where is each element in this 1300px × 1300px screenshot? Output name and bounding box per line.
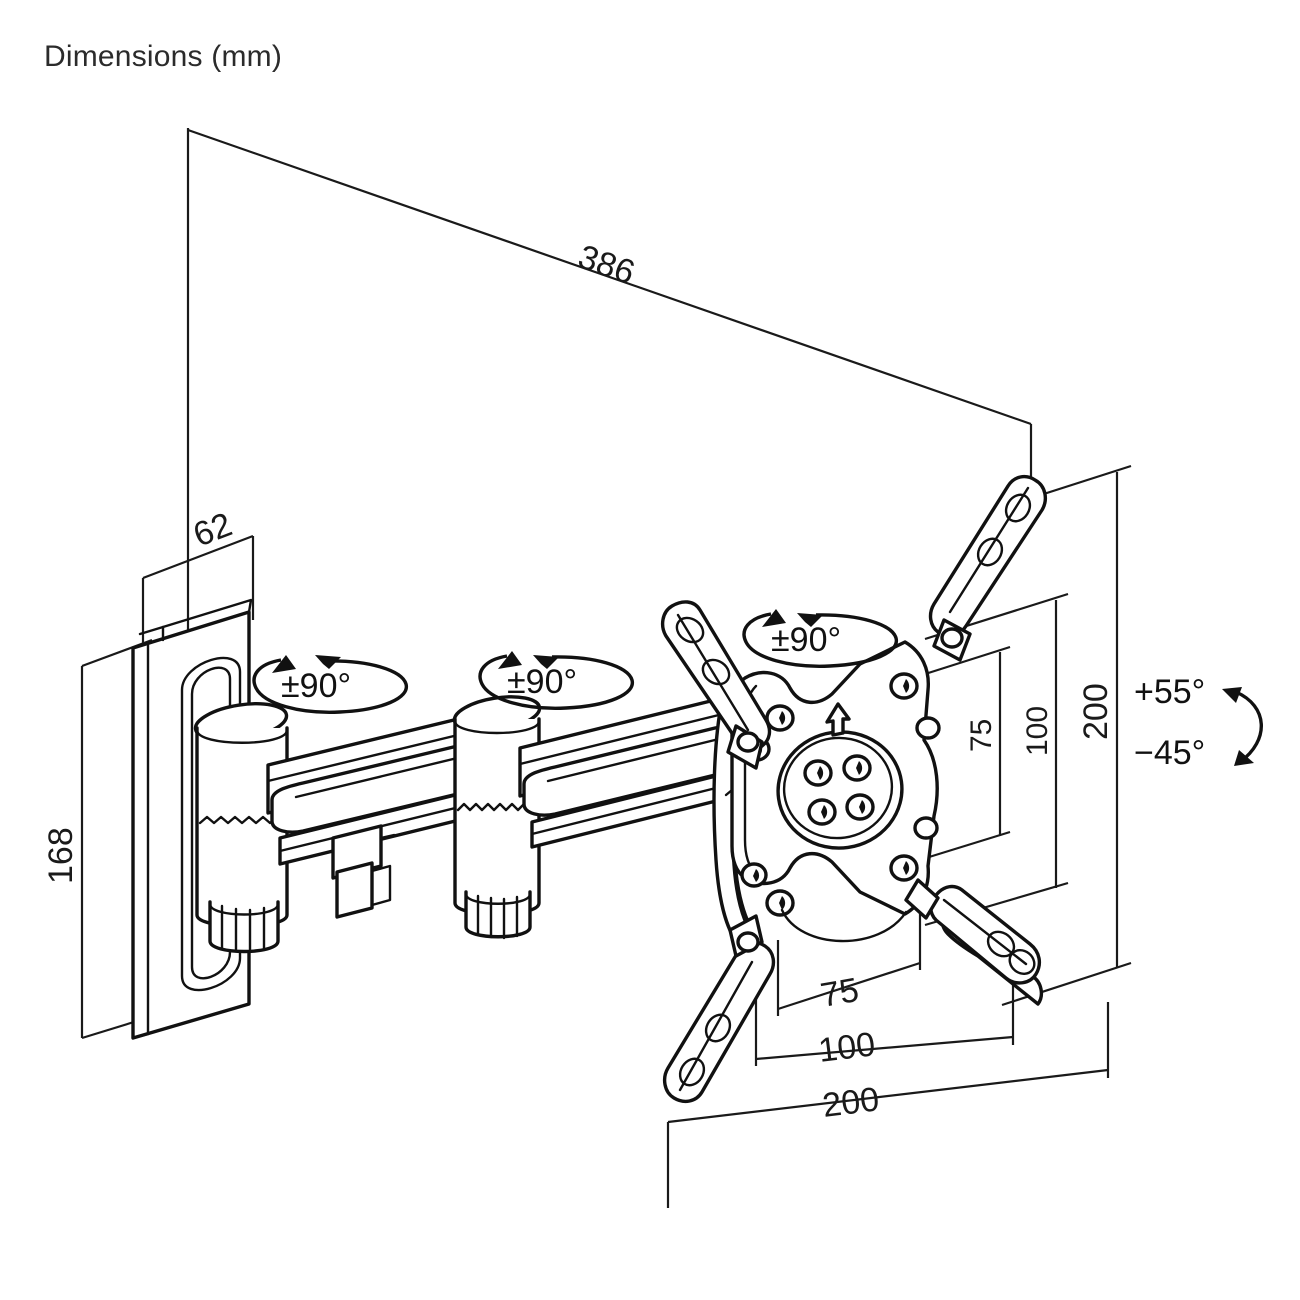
wall-pivot-tube (193, 702, 293, 954)
dimension-label-168: 168 (42, 827, 80, 884)
dimension-label-vesa-v-100: 100 (1021, 706, 1054, 756)
cable-clip (331, 824, 396, 919)
extension-line-v200-bottom (1001, 961, 1132, 1007)
angle-labels: ±90° ±90° ±90° +55° −45° (281, 621, 1205, 772)
angle-label-tilt-down: −45° (1134, 734, 1205, 772)
angle-label-swivel-wall: ±90° (281, 667, 351, 705)
rotation-arrow-vesa (742, 609, 898, 668)
vesa-arm-bottom-right (904, 878, 1044, 1006)
dimension-label-vesa-v-200: 200 (1077, 683, 1115, 740)
rotation-arrow-mid (478, 651, 634, 710)
up-arrow-icon (825, 702, 851, 737)
angle-label-tilt-up: +55° (1134, 673, 1205, 711)
vesa-hole-group (803, 754, 875, 826)
angle-label-swivel-mid: ±90° (507, 663, 577, 701)
vesa-arm-top-right (928, 474, 1048, 662)
lower-arm-segment-2 (518, 694, 738, 849)
dimension-label-vesa-h-200: 200 (820, 1080, 881, 1125)
mid-pivot-tube (452, 695, 542, 940)
dimension-line-h200 (667, 1068, 1109, 1124)
dimension-label-386: 386 (573, 238, 639, 293)
vesa-plate-assembly (660, 474, 1048, 1104)
dimension-label-62: 62 (188, 505, 237, 554)
vesa-arm-bottom-left (662, 914, 776, 1104)
dimension-label-vesa-h-100: 100 (816, 1025, 877, 1070)
tilt-arc-arrow (1222, 687, 1263, 766)
rotation-arrow-left (252, 655, 408, 714)
page-title: Dimensions (mm) (44, 40, 283, 73)
dimension-lines (80, 128, 1132, 1208)
dimension-line-h100 (755, 1035, 1014, 1061)
angle-label-swivel-vesa: ±90° (771, 621, 841, 659)
vesa-arm-top-left (660, 600, 772, 770)
dimension-line-386 (187, 128, 1032, 426)
dimension-label-vesa-v-75: 75 (965, 719, 998, 752)
dimension-label-vesa-h-75: 75 (818, 971, 862, 1015)
dimension-line-h75 (777, 961, 921, 1011)
dimension-line-62 (142, 534, 254, 580)
